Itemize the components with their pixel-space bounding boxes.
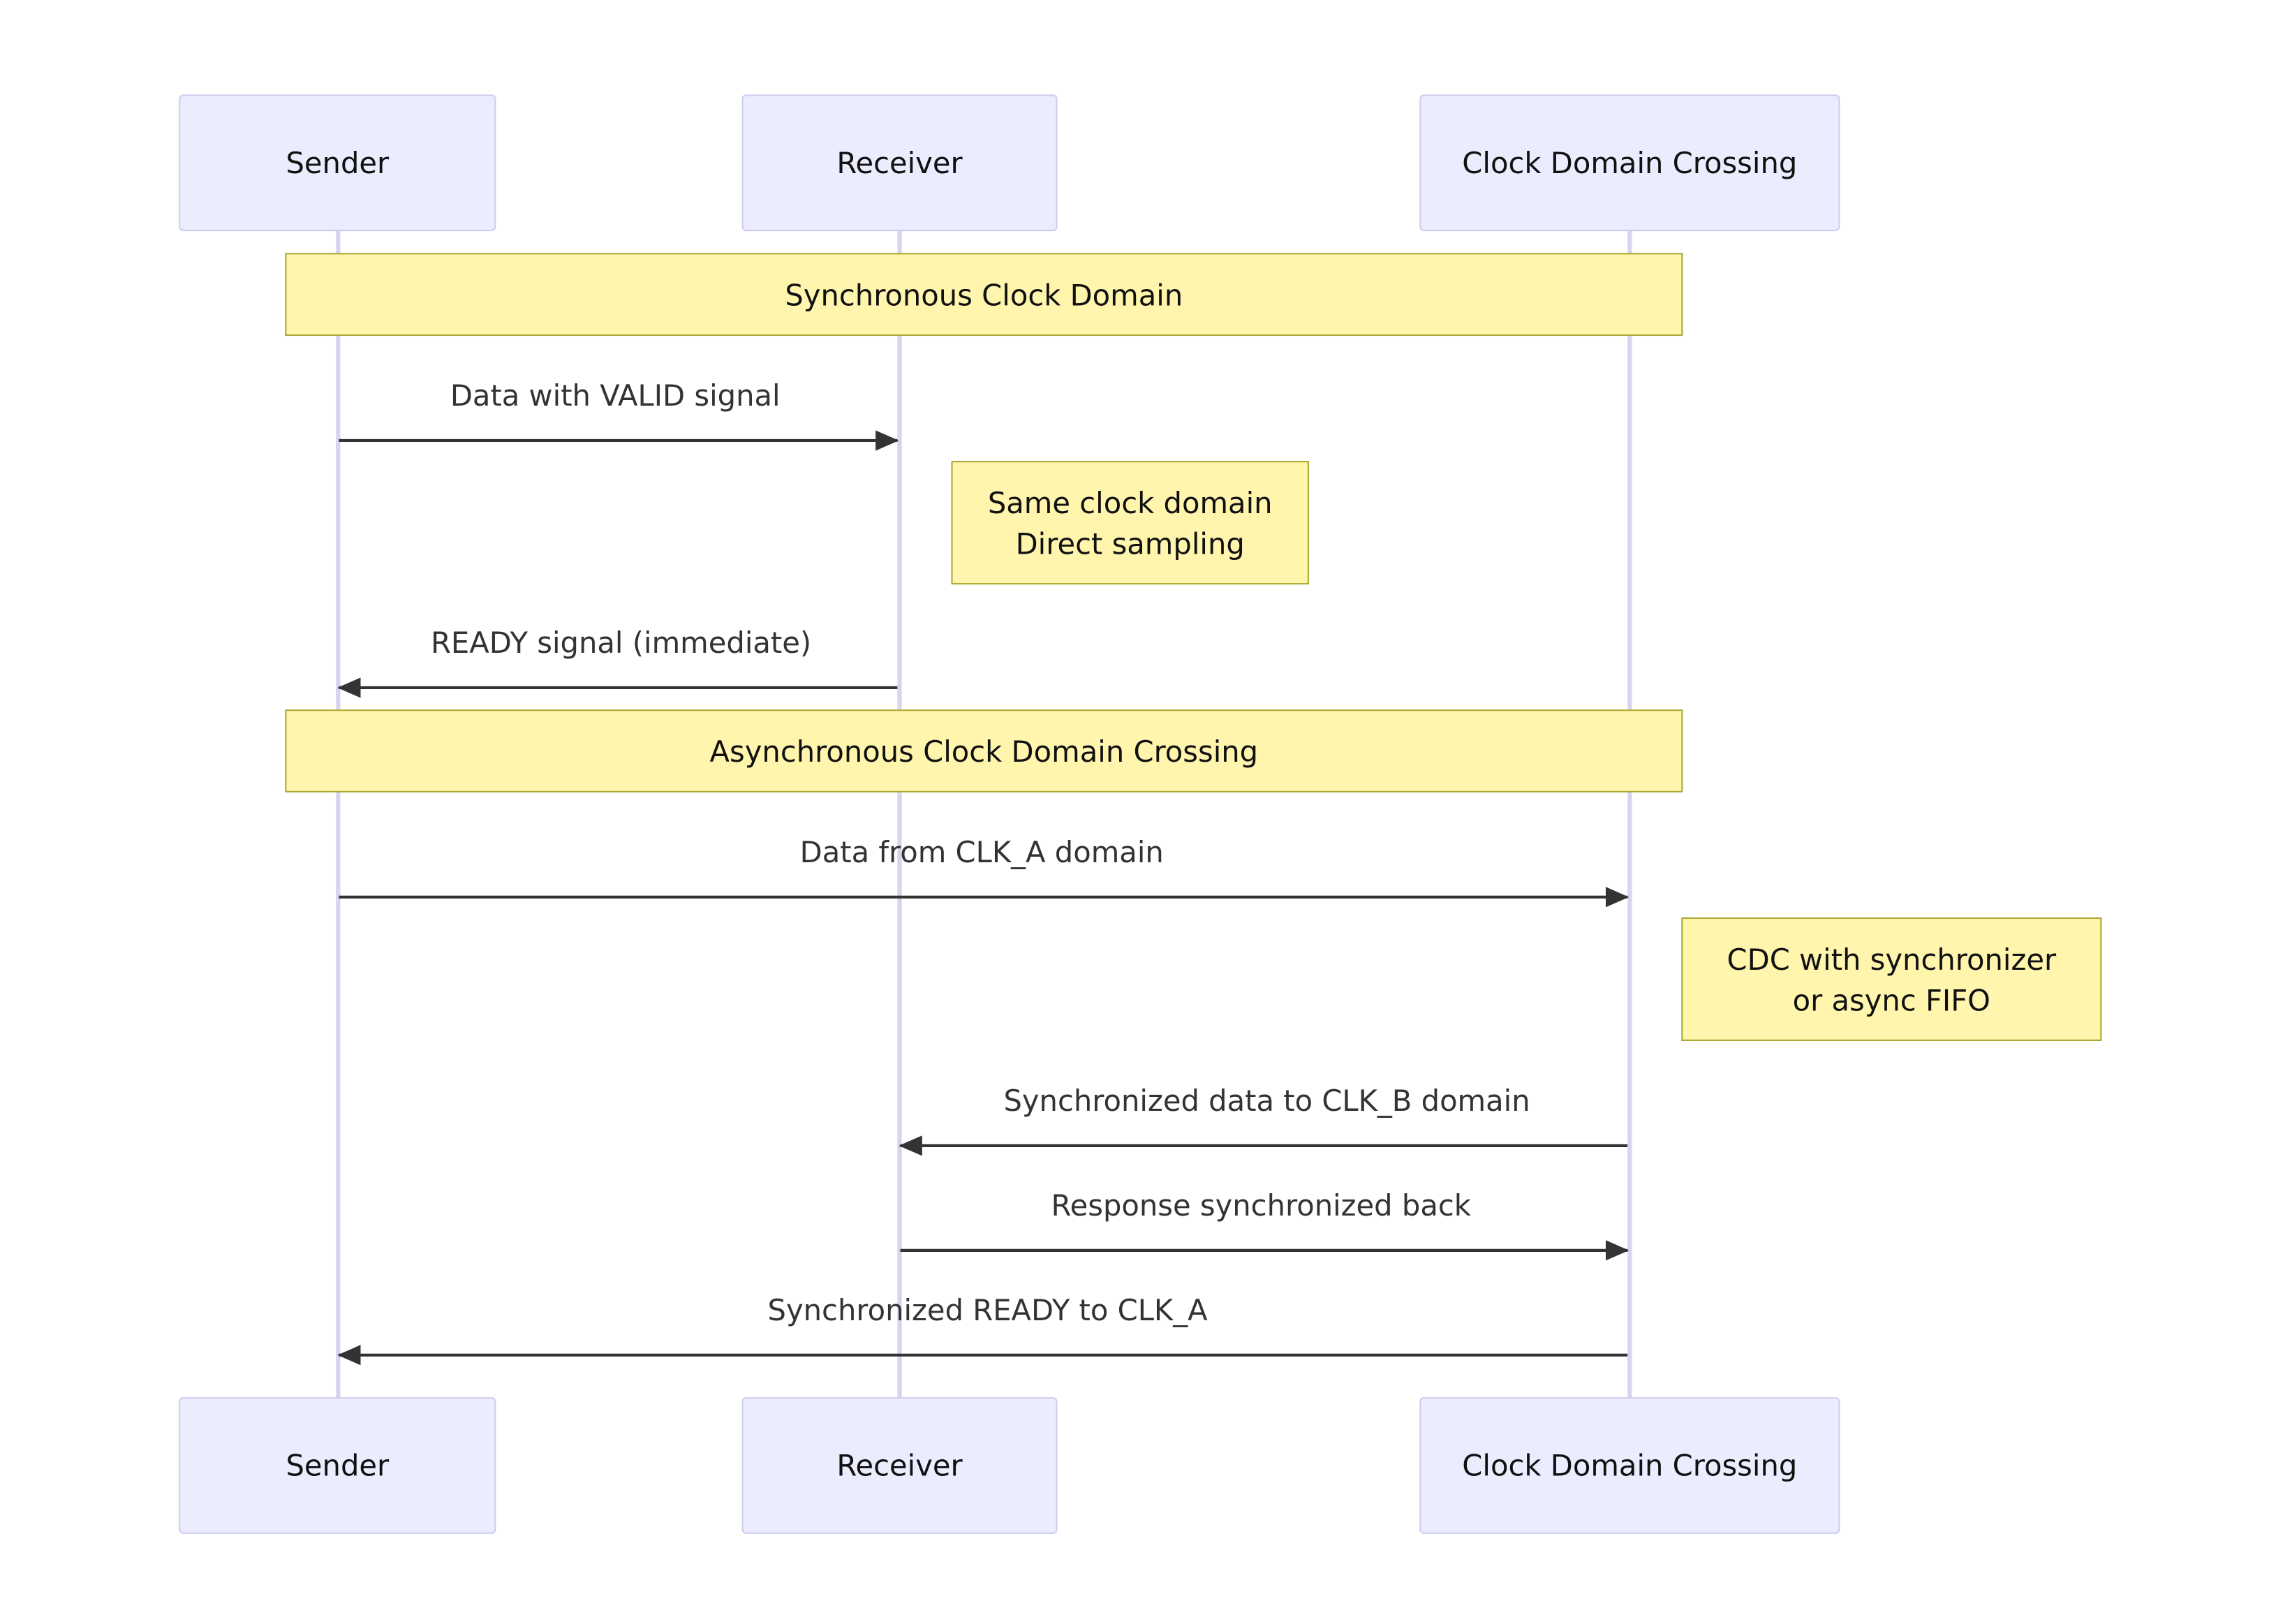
message-label: READY signal (immediate) — [430, 625, 812, 660]
actor-bottom-clock-domain-crossing: Clock Domain Crossing — [1419, 1397, 1840, 1534]
lifeline-sender — [336, 230, 341, 1399]
note-line: CDC with synchronizer — [1727, 941, 2057, 977]
note-cdc: CDC with synchronizer or async FIFO — [1681, 917, 2102, 1041]
note-line: Same clock domain — [987, 485, 1273, 520]
actor-label: Receiver — [836, 1448, 963, 1484]
section-label: Asynchronous Clock Domain Crossing — [709, 733, 1259, 769]
message-label: Synchronized READY to CLK_A — [767, 1292, 1208, 1328]
actor-top-sender: Sender — [179, 94, 496, 232]
message-label: Synchronized data to CLK_B domain — [1003, 1083, 1530, 1119]
section-asynchronous: Asynchronous Clock Domain Crossing — [285, 709, 1683, 792]
actor-top-clock-domain-crossing: Clock Domain Crossing — [1419, 94, 1840, 232]
message-label: Data from CLK_A domain — [799, 834, 1164, 870]
message-label: Response synchronized back — [1051, 1188, 1471, 1223]
actor-top-receiver: Receiver — [741, 94, 1058, 232]
actor-label: Sender — [286, 1448, 390, 1484]
note-same-clock: Same clock domain Direct sampling — [951, 461, 1309, 585]
actor-bottom-sender: Sender — [179, 1397, 496, 1534]
note-line: or async FIFO — [1792, 982, 1990, 1017]
actor-bottom-receiver: Receiver — [741, 1397, 1058, 1534]
section-label: Synchronous Clock Domain — [785, 276, 1183, 312]
section-synchronous: Synchronous Clock Domain — [285, 253, 1683, 337]
note-line: Direct sampling — [1015, 525, 1245, 561]
actor-label: Receiver — [836, 145, 963, 181]
lifeline-receiver — [897, 230, 902, 1399]
lifeline-clock-domain-crossing — [1627, 230, 1632, 1399]
message-label: Data with VALID signal — [450, 378, 781, 413]
actor-label: Clock Domain Crossing — [1462, 145, 1798, 181]
actor-label: Sender — [286, 145, 390, 181]
actor-label: Clock Domain Crossing — [1462, 1448, 1798, 1484]
